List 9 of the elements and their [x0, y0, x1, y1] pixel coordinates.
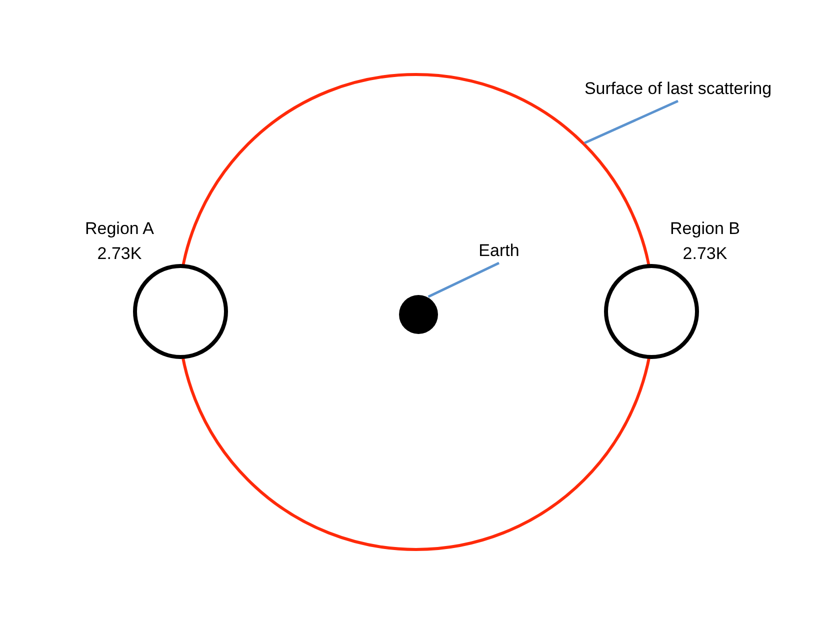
- region-label: Region A: [85, 219, 154, 239]
- region-label: Region B: [670, 219, 740, 239]
- temperature-label: 2.73K: [97, 244, 142, 264]
- leader-line: [428, 262, 500, 298]
- temperature-label: 2.73K: [682, 244, 728, 264]
- earth-dot: [398, 294, 438, 334]
- callout-label: Earth: [478, 241, 520, 261]
- callout-label: Surface of last scattering: [584, 79, 772, 99]
- leader-line: [584, 100, 679, 144]
